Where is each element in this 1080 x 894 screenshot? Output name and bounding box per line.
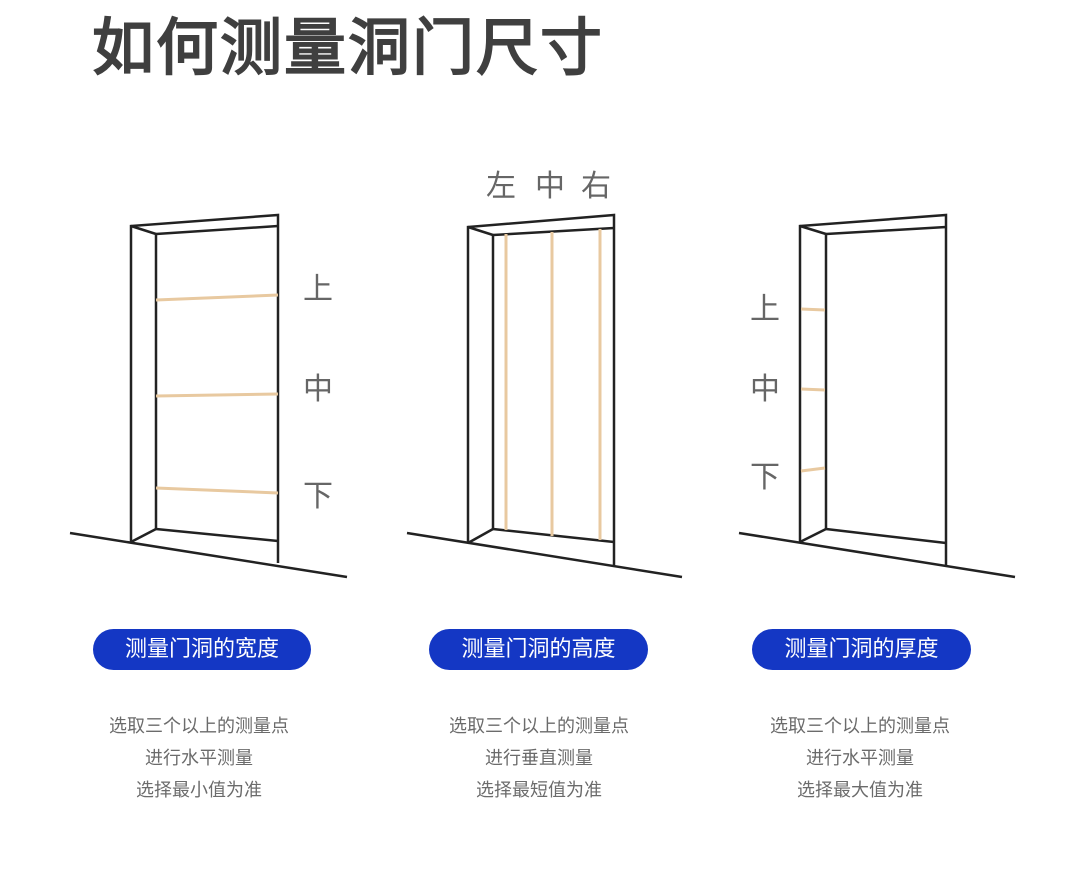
label-top: 上 — [303, 272, 333, 307]
desc-line: 进行垂直测量 — [485, 748, 593, 769]
height-description: 选取三个以上的测量点 进行垂直测量 选择最短值为准 — [409, 711, 669, 807]
label-bottom: 下 — [750, 460, 780, 495]
desc-line: 进行水平测量 — [806, 748, 914, 769]
thickness-measure-lines — [800, 307, 826, 473]
door-height-diagram — [406, 213, 683, 579]
width-description: 选取三个以上的测量点 进行水平测量 选择最小值为准 — [69, 711, 329, 807]
width-badge: 测量门洞的宽度 — [93, 629, 311, 670]
label-top: 上 — [750, 292, 780, 327]
desc-line: 选取三个以上的测量点 — [770, 716, 950, 737]
label-middle: 中 — [303, 372, 333, 407]
width-measure-lines — [155, 293, 279, 495]
height-badge: 测量门洞的高度 — [429, 629, 648, 670]
desc-line: 选择最大值为准 — [797, 780, 923, 801]
label-middle: 中 — [750, 372, 780, 407]
desc-line: 选取三个以上的测量点 — [109, 716, 289, 737]
desc-line: 选择最小值为准 — [136, 780, 262, 801]
label-right: 右 — [581, 169, 611, 204]
thickness-description: 选取三个以上的测量点 进行水平测量 选择最大值为准 — [730, 711, 990, 807]
desc-line: 选取三个以上的测量点 — [449, 716, 629, 737]
height-measure-lines — [504, 229, 602, 540]
thickness-badge: 测量门洞的厚度 — [752, 629, 971, 670]
label-left: 左 — [486, 169, 516, 204]
desc-line: 进行水平测量 — [145, 748, 253, 769]
door-width-diagram — [69, 213, 348, 579]
label-center: 中 — [535, 169, 565, 204]
desc-line: 选择最短值为准 — [476, 780, 602, 801]
page-title: 如何测量洞门尺寸 — [92, 11, 605, 84]
door-thickness-diagram — [738, 213, 1016, 579]
label-bottom: 下 — [303, 479, 333, 514]
